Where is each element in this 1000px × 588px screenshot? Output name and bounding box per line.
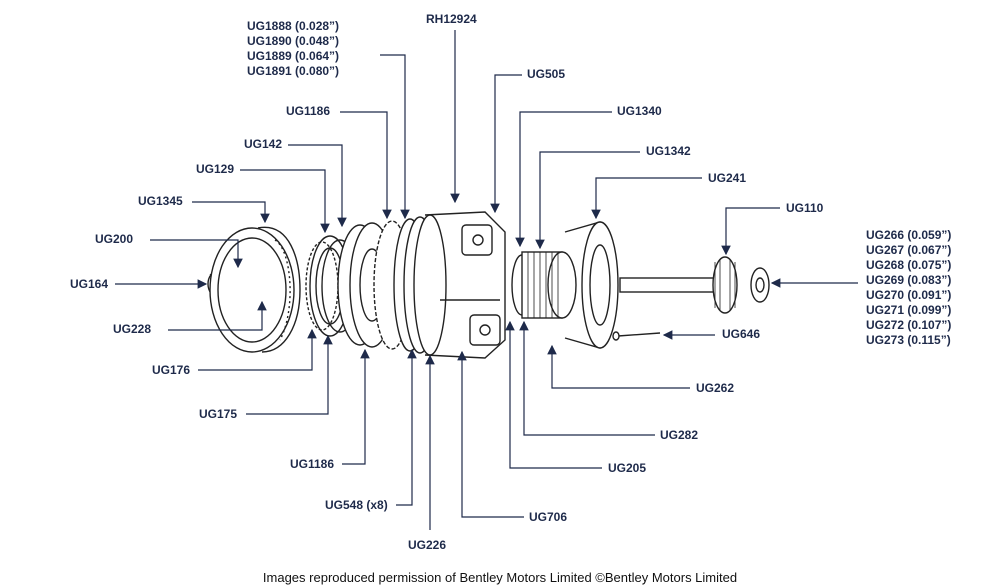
leader-ug1186-bottom [342, 348, 370, 465]
label-ug273: UG273 (0.115”) [866, 333, 951, 347]
label-ug1186-bottom: UG1186 [290, 457, 335, 471]
label-ug269: UG269 (0.083”) [866, 273, 952, 287]
label-ug1345: UG1345 [138, 194, 183, 208]
leader-ug129 [240, 169, 330, 234]
leader-ug142 [288, 144, 347, 228]
label-ug282: UG282 [660, 428, 699, 442]
label-ug142: UG142 [244, 137, 283, 151]
label-ug272: UG272 (0.107”) [866, 318, 952, 332]
clutch-hub-part [393, 211, 506, 359]
label-ug646: UG646 [722, 327, 761, 341]
bolt-part [612, 331, 661, 341]
leader-ug175 [246, 334, 333, 415]
label-ug1340: UG1340 [617, 104, 662, 118]
label-ug228: UG228 [113, 322, 152, 336]
leader-ug282 [519, 320, 655, 436]
label-ug1186-top: UG1186 [286, 104, 331, 118]
leader-ug706 [457, 350, 524, 518]
label-ug1342: UG1342 [646, 144, 691, 158]
label-ug1889: UG1889 (0.064”) [247, 49, 340, 63]
label-ug268: UG268 (0.075”) [866, 258, 952, 272]
leader-ug200 [150, 239, 243, 269]
label-ug267: UG267 (0.067”) [866, 243, 952, 257]
leader-ug241 [591, 177, 702, 220]
front-cover-part [209, 226, 301, 353]
label-ug1888: UG1888 (0.028”) [247, 19, 340, 33]
label-rh12924: RH12924 [426, 12, 477, 26]
annulus-part [564, 221, 619, 349]
leader-ug1342 [535, 151, 640, 250]
parts-group [207, 211, 770, 359]
leader-ug176 [198, 328, 317, 371]
label-ug548: UG548 (x8) [325, 498, 388, 512]
label-ug175: UG175 [199, 407, 238, 421]
sun-gear-part [511, 251, 577, 319]
leader-ug205 [505, 320, 602, 469]
label-ug706: UG706 [529, 510, 568, 524]
leader-ug1186-top [340, 111, 392, 220]
leader-ug548 [396, 348, 417, 506]
label-ug110: UG110 [786, 201, 824, 215]
label-ug270: UG270 (0.091”) [866, 288, 952, 302]
label-ug205: UG205 [608, 461, 647, 475]
label-ug1888-group: UG1888 (0.028”) UG1890 (0.048”) UG1889 (… [247, 19, 339, 79]
label-ug505: UG505 [527, 67, 566, 81]
label-ug266: UG266 (0.059”) [866, 228, 952, 242]
leader-ug262 [547, 344, 690, 389]
label-ug176: UG176 [152, 363, 191, 377]
leader-ug1340 [515, 111, 612, 248]
label-ug129: UG129 [196, 162, 235, 176]
label-ug1891: UG1891 (0.080”) [247, 64, 340, 78]
leader-ug228 [168, 300, 267, 331]
copyright-credit: Images reproduced permission of Bentley … [262, 570, 738, 585]
leader-ug1345 [192, 201, 270, 224]
label-ug1890: UG1890 (0.048”) [247, 34, 340, 48]
leader-ug110 [721, 207, 780, 256]
label-ug241: UG241 [708, 171, 747, 185]
label-ug226: UG226 [408, 538, 447, 552]
leader-ug505 [490, 74, 522, 214]
label-ug200: UG200 [95, 232, 134, 246]
leader-lines [115, 30, 858, 530]
output-shaft-part [619, 256, 770, 314]
leader-ug1888 [380, 54, 410, 220]
label-ug164: UG164 [70, 277, 109, 291]
label-ug271: UG271 (0.099”) [866, 303, 952, 317]
label-ug262: UG262 [696, 381, 735, 395]
label-ug266-group: UG266 (0.059”) UG267 (0.067”) UG268 (0.0… [866, 228, 951, 348]
